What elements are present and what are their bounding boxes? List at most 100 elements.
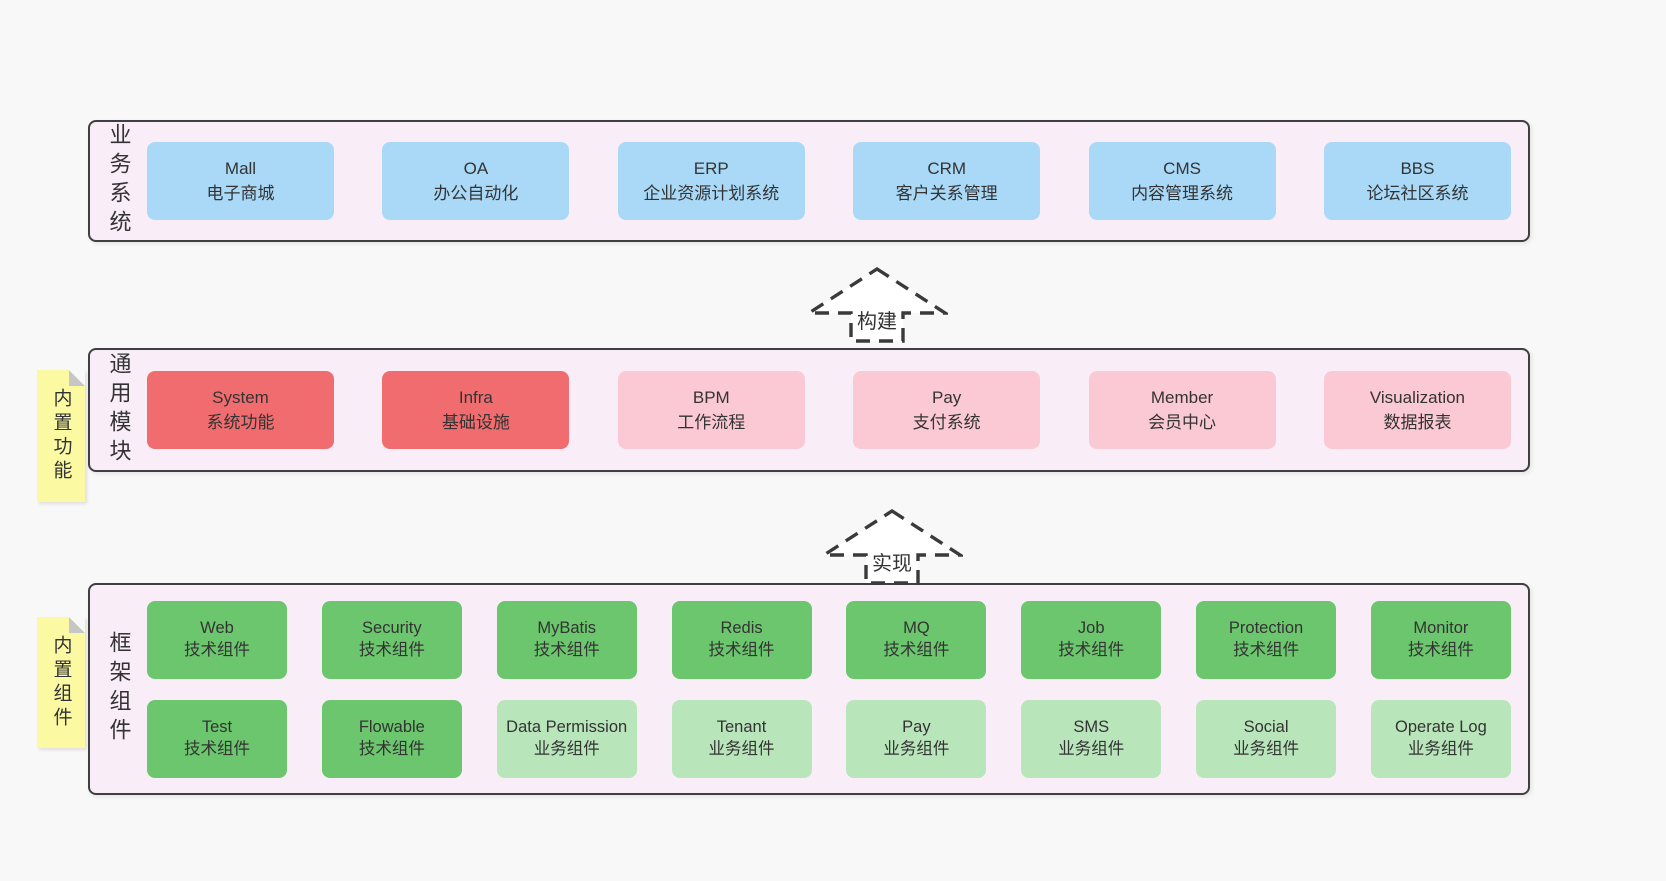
business-boxes-area: Mall 电子商城 OA 办公自动化 ERP 企业资源计划系统 CRM 客户关系…: [147, 122, 1528, 240]
box-flowable-tech: Flowable 技术组件: [321, 699, 462, 778]
box-title: BPM: [692, 387, 730, 407]
box-title: BBS: [1400, 158, 1435, 178]
box-subtitle: 会员中心: [1148, 413, 1217, 432]
box-bbs: BBS 论坛社区系统: [1323, 142, 1511, 220]
box-security-tech: Security 技术组件: [321, 600, 462, 679]
box-title: Web: [200, 618, 234, 637]
box-pay-biz: Pay 业务组件: [846, 699, 987, 778]
box-erp: ERP 企业资源计划系统: [617, 142, 805, 220]
box-subtitle: 业务组件: [1407, 739, 1474, 758]
tech-components-row: Web 技术组件 Security 技术组件 MyBatis 技术组件 Redi…: [147, 600, 1511, 679]
box-visualization: Visualization 数据报表: [1323, 371, 1511, 449]
box-subtitle: 业务组件: [1058, 739, 1125, 758]
builtin-functions-note-text: 内置功能: [50, 388, 72, 484]
framework-boxes-grid: Web 技术组件 Security 技术组件 MyBatis 技术组件 Redi…: [147, 585, 1528, 793]
box-subtitle: 业务组件: [1233, 739, 1300, 758]
box-system: System 系统功能: [147, 371, 334, 449]
box-subtitle: 技术组件: [184, 739, 250, 758]
business-systems-panel: 业务系统 Mall 电子商城 OA 办公自动化 ERP 企业资源计划系统 CRM…: [88, 120, 1530, 242]
box-title: ERP: [693, 158, 729, 178]
box-subtitle: 业务组件: [708, 739, 775, 758]
box-test-tech: Test 技术组件: [147, 699, 287, 778]
box-mybatis-tech: MyBatis 技术组件: [496, 600, 637, 679]
box-subtitle: 企业资源计划系统: [643, 184, 780, 203]
dashed-up-arrow-icon: [821, 508, 963, 585]
box-subtitle: 论坛社区系统: [1366, 184, 1469, 203]
box-subtitle: 电子商城: [206, 184, 275, 203]
box-subtitle: 技术组件: [1058, 640, 1125, 659]
box-title: Pay: [932, 387, 962, 407]
builtin-components-note-text: 内置组件: [50, 634, 72, 731]
box-sms-biz: SMS 业务组件: [1021, 699, 1162, 778]
box-title: Mall: [224, 158, 257, 178]
box-title: Social: [1243, 717, 1289, 736]
common-modules-panel: 通用模块 System 系统功能 Infra 基础设施 BPM 工作流程 Pay…: [88, 348, 1530, 472]
builtin-components-note: 内置组件: [37, 617, 85, 748]
box-subtitle: 技术组件: [1233, 640, 1300, 659]
box-title: CMS: [1163, 158, 1201, 178]
box-title: Protection: [1228, 618, 1304, 637]
box-tenant-biz: Tenant 业务组件: [671, 699, 812, 778]
box-crm: CRM 客户关系管理: [853, 142, 1041, 220]
build-arrow-label: 构建: [856, 311, 898, 333]
box-operate-log-biz: Operate Log 业务组件: [1370, 699, 1511, 778]
box-cms: CMS 内容管理系统: [1088, 142, 1276, 220]
build-arrow: 构建: [806, 266, 948, 344]
box-title: Security: [362, 618, 422, 637]
box-member: Member 会员中心: [1088, 371, 1276, 449]
box-pay-system: Pay 支付系统: [853, 371, 1041, 449]
box-subtitle: 技术组件: [358, 739, 425, 758]
box-subtitle: 客户关系管理: [895, 184, 998, 203]
box-title: Pay: [902, 717, 931, 736]
framework-components-panel: 框架组件 Web 技术组件 Security 技术组件 MyBatis 技术组件…: [88, 583, 1530, 795]
box-subtitle: 业务组件: [883, 739, 950, 758]
box-social-biz: Social 业务组件: [1196, 699, 1337, 778]
box-title: Redis: [720, 618, 763, 637]
box-subtitle: 支付系统: [912, 413, 981, 432]
box-oa: OA 办公自动化: [382, 142, 570, 220]
box-title: Test: [201, 717, 233, 736]
box-title: Job: [1077, 618, 1105, 637]
box-mall: Mall 电子商城: [147, 142, 334, 220]
implement-arrow-label: 实现: [871, 553, 913, 575]
builtin-functions-note: 内置功能: [37, 370, 85, 502]
box-subtitle: 技术组件: [184, 640, 250, 659]
box-title: MQ: [903, 618, 930, 637]
implement-arrow: 实现: [821, 508, 963, 586]
box-subtitle: 办公自动化: [433, 184, 519, 203]
box-title: CRM: [927, 158, 967, 178]
box-title: Monitor: [1413, 618, 1469, 637]
box-title: Operate Log: [1395, 717, 1487, 736]
box-subtitle: 数据报表: [1383, 413, 1452, 432]
box-subtitle: 技术组件: [533, 640, 600, 659]
box-subtitle: 技术组件: [708, 640, 775, 659]
box-title: Tenant: [716, 717, 767, 736]
box-subtitle: 工作流程: [677, 413, 746, 432]
box-infra: Infra 基础设施: [382, 371, 570, 449]
modules-boxes-area: System 系统功能 Infra 基础设施 BPM 工作流程 Pay 支付系统…: [147, 350, 1528, 470]
business-systems-label: 业务系统: [106, 123, 132, 239]
box-monitor-tech: Monitor 技术组件: [1370, 600, 1511, 679]
box-bpm: BPM 工作流程: [617, 371, 805, 449]
dashed-up-arrow-icon: [806, 266, 948, 343]
box-subtitle: 系统功能: [206, 413, 275, 432]
box-title: Member: [1150, 387, 1214, 407]
box-title: Visualization: [1369, 387, 1466, 407]
box-subtitle: 技术组件: [358, 640, 425, 659]
box-redis-tech: Redis 技术组件: [671, 600, 812, 679]
box-data-permission-biz: Data Permission 业务组件: [496, 699, 637, 778]
box-title: System: [212, 387, 269, 407]
box-web-tech: Web 技术组件: [147, 600, 287, 679]
box-title: Data Permission: [506, 717, 628, 736]
biz-components-row: Test 技术组件 Flowable 技术组件 Data Permission …: [147, 699, 1511, 778]
box-job-tech: Job 技术组件: [1021, 600, 1162, 679]
box-protection-tech: Protection 技术组件: [1196, 600, 1337, 679]
box-subtitle: 技术组件: [1407, 640, 1474, 659]
box-mq-tech: MQ 技术组件: [846, 600, 987, 679]
box-title: MyBatis: [537, 618, 597, 637]
box-title: Infra: [458, 387, 493, 407]
framework-components-label: 框架组件: [106, 631, 132, 747]
box-title: SMS: [1073, 717, 1110, 736]
box-subtitle: 业务组件: [533, 739, 600, 758]
